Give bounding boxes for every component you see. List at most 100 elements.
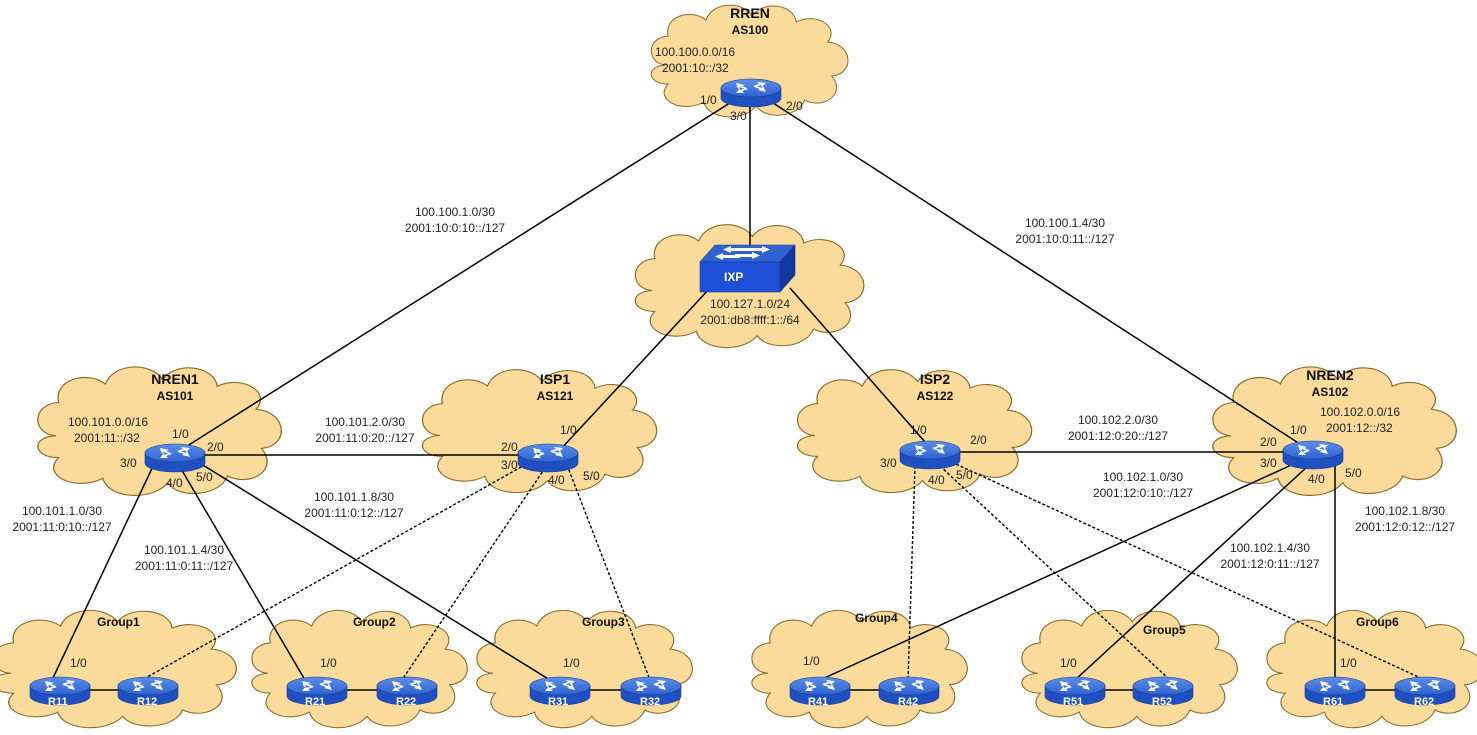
link-nren1-r31-ipv6: 2001:11:0:12::/127 xyxy=(304,506,404,520)
link-rren-nren2-ipv6: 2001:10:0:11::/127 xyxy=(1015,232,1115,246)
r21-port-1-0: 1/0 xyxy=(320,656,337,670)
router-name-r51: R51 xyxy=(1063,696,1083,708)
isp1-port-1-0: 1/0 xyxy=(560,423,577,437)
isp2-port-4-0: 4/0 xyxy=(928,473,945,487)
link-nren2-r41-ipv6: 2001:12:0:10::/127 xyxy=(1093,486,1193,500)
isp1-port-4-0: 4/0 xyxy=(548,473,565,487)
nren2-port-2-0: 2/0 xyxy=(1260,435,1277,449)
link-rren-nren1[interactable] xyxy=(172,100,734,456)
r61-port-1-0: 1/0 xyxy=(1340,656,1357,670)
router-nren2[interactable] xyxy=(1282,440,1344,470)
nren2-ipv6-prefix: 2001:12::/32 xyxy=(1326,421,1393,435)
isp1-port-2-0: 2/0 xyxy=(501,440,518,454)
link-isp1-r12[interactable] xyxy=(141,461,531,681)
link-ixp-isp2[interactable] xyxy=(789,287,933,451)
nren1-port-2-0: 2/0 xyxy=(207,440,224,454)
group2-label: Group2 xyxy=(353,615,396,629)
link-nren1-r21-ipv6: 2001:11:0:11::/127 xyxy=(135,559,234,573)
nren2-port-3-0: 3/0 xyxy=(1260,456,1277,470)
isp1-port-3-0: 3/0 xyxy=(501,458,518,472)
r51-port-1-0: 1/0 xyxy=(1060,656,1077,670)
ixp-ipv6-prefix: 2001:db8:ffff:1::/64 xyxy=(700,313,800,327)
link-nren1-r21-ipv4: 100.101.1.4/30 xyxy=(144,543,224,557)
link-rren-nren2-ipv4: 100.100.1.4/30 xyxy=(1025,216,1105,230)
link-isp1-r22[interactable] xyxy=(401,467,546,681)
switch-arrows-icon xyxy=(715,246,770,260)
link-isp1-r32[interactable] xyxy=(566,464,651,681)
rren-as: AS100 xyxy=(732,23,769,37)
ixp-ipv4-prefix: 100.127.1.0/24 xyxy=(710,297,790,311)
nren1-ipv4-prefix: 100.101.0.0/16 xyxy=(68,415,148,429)
link-rren-nren1-ipv4: 100.100.1.0/30 xyxy=(415,205,495,219)
rren-title: RREN xyxy=(730,5,770,21)
link-nren2-r41-ipv4: 100.102.1.0/30 xyxy=(1103,470,1183,484)
isp2-port-3-0: 3/0 xyxy=(880,456,897,470)
ixp-switch-top xyxy=(699,244,796,263)
nren2-title: NREN2 xyxy=(1306,367,1354,383)
link-nren2-r61-ipv6: 2001:12:0:12::/127 xyxy=(1355,520,1455,534)
nren1-title: NREN1 xyxy=(151,371,199,387)
group5-label: Group5 xyxy=(1143,623,1186,637)
nren2-as: AS102 xyxy=(1312,385,1349,399)
link-ixp-isp1[interactable] xyxy=(559,287,711,451)
rren-ipv4-prefix: 100.100.0.0/16 xyxy=(655,45,735,59)
router-name-r42: R42 xyxy=(898,696,918,708)
nren1-port-3-0: 3/0 xyxy=(120,456,137,470)
nren2-port-4-0: 4/0 xyxy=(1308,472,1325,486)
router-isp1[interactable] xyxy=(517,443,579,473)
router-name-r12: R12 xyxy=(137,696,157,708)
nren1-port-4-0: 4/0 xyxy=(166,476,183,490)
r41-port-1-0: 1/0 xyxy=(803,654,820,668)
link-rren-nren2[interactable] xyxy=(769,100,1318,456)
link-nren1-isp1-ipv4: 100.101.2.0/30 xyxy=(325,415,405,429)
nren2-port-1-0: 1/0 xyxy=(1290,423,1307,437)
isp1-as: AS121 xyxy=(537,389,574,403)
isp1-title: ISP1 xyxy=(540,371,571,387)
router-name-r52: R52 xyxy=(1152,696,1172,708)
link-nren1-r11[interactable] xyxy=(51,461,156,681)
router-name-r31: R31 xyxy=(548,696,568,708)
router-name-r32: R32 xyxy=(640,696,660,708)
link-nren1-r21[interactable] xyxy=(179,466,306,681)
link-nren2-r41[interactable] xyxy=(819,461,1299,681)
link-nren1-r31-ipv4: 100.101.1.8/30 xyxy=(314,490,394,504)
rren-port-1-0: 1/0 xyxy=(700,93,717,107)
link-isp2-r62[interactable] xyxy=(946,459,1426,681)
link-nren1-r11-ipv6: 2001:11:0:10::/127 xyxy=(12,520,112,534)
link-nren2-r51[interactable] xyxy=(1074,465,1309,681)
nren2-port-5-0: 5/0 xyxy=(1345,466,1362,480)
router-name-r22: R22 xyxy=(396,696,416,708)
group4-label: Group4 xyxy=(855,611,898,625)
isp2-title: ISP2 xyxy=(920,371,951,387)
isp2-port-2-0: 2/0 xyxy=(970,433,987,447)
isp2-port-5-0: 5/0 xyxy=(956,468,973,482)
router-isp2[interactable] xyxy=(899,440,961,470)
router-name-r62: R62 xyxy=(1414,696,1434,708)
link-isp2-r42[interactable] xyxy=(907,465,916,681)
nren1-ipv6-prefix: 2001:11::/32 xyxy=(74,431,140,445)
r11-port-1-0: 1/0 xyxy=(70,656,87,670)
isp1-port-5-0: 5/0 xyxy=(583,469,600,483)
link-nren1-r31[interactable] xyxy=(197,461,551,681)
rren-port-3-0: 3/0 xyxy=(730,109,747,123)
ixp-label: IXP xyxy=(724,270,743,284)
link-nren2-r61-ipv4: 100.102.1.8/30 xyxy=(1365,504,1445,518)
rren-ipv6-prefix: 2001:10::/32 xyxy=(662,61,729,75)
group1-label: Group1 xyxy=(97,615,140,629)
ixp-switch-front xyxy=(699,261,781,293)
link-rren-nren1-ipv6: 2001:10:0:10::/127 xyxy=(405,221,505,235)
group3-label: Group3 xyxy=(582,615,625,629)
link-nren2-r51-ipv6: 2001:12:0:11::/127 xyxy=(1220,557,1320,571)
router-name-r41: R41 xyxy=(808,696,828,708)
nren2-ipv4-prefix: 100.102.0.0/16 xyxy=(1320,405,1400,419)
router-rren[interactable] xyxy=(720,78,782,108)
link-nren2-r51-ipv4: 100.102.1.4/30 xyxy=(1230,541,1310,555)
link-isp2-nren2-ipv4: 100.102.2.0/30 xyxy=(1078,413,1158,427)
ixp-switch[interactable]: IXP xyxy=(699,244,796,293)
router-nren1[interactable] xyxy=(144,443,206,473)
group6-label: Group6 xyxy=(1356,615,1399,629)
link-isp2-nren2-ipv6: 2001:12:0:20::/127 xyxy=(1068,429,1168,443)
router-name-r61: R61 xyxy=(1323,696,1343,708)
router-name-r11: R11 xyxy=(48,696,68,708)
